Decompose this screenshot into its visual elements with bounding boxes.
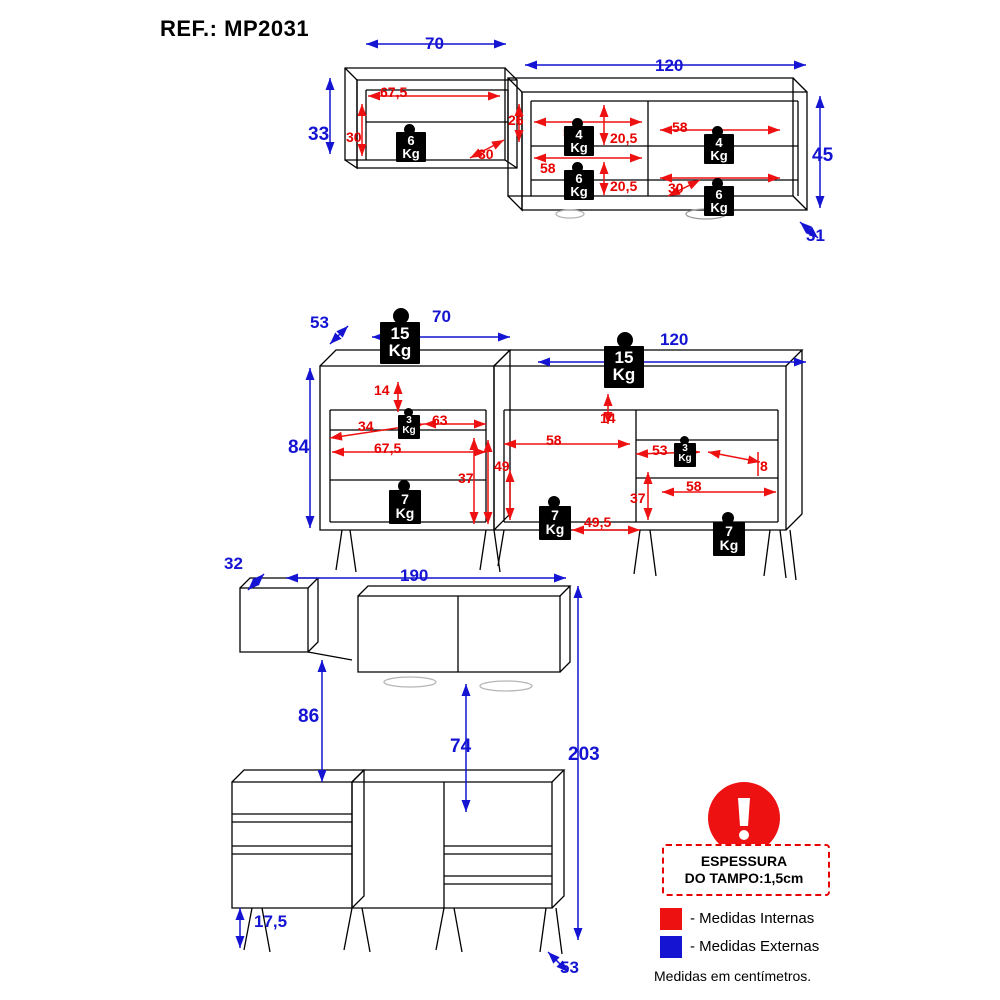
load-value: 3 [406, 415, 412, 426]
load-value: 7 [725, 523, 733, 539]
dim-external-120-top: 120 [655, 56, 684, 75]
load-unit: Kg [710, 200, 728, 216]
dim-internal-34: 34 [358, 418, 374, 434]
load-value: 6 [575, 171, 583, 186]
dim-external-45: 45 [812, 145, 834, 166]
load-badge-dot [572, 118, 583, 129]
dim-internal-63: 63 [432, 412, 448, 428]
dim-internal-67-5-top: 67,5 [380, 84, 408, 100]
dim-internal-30-a: 30 [346, 129, 362, 145]
load-unit: Kg [719, 537, 739, 554]
dim-internal-30-b: 30 [478, 146, 494, 162]
dim-external-17-5: 17,5 [254, 912, 288, 931]
dim-external-70-top: 70 [425, 34, 444, 53]
dim-external-120-mid: 120 [660, 330, 689, 349]
dim-external-190: 190 [400, 566, 429, 585]
dim-internal-49-5: 49,5 [584, 514, 612, 530]
load-badge-dot [617, 332, 633, 348]
dim-internal-20-5-a: 20,5 [610, 130, 638, 146]
dim-external-32: 32 [224, 554, 243, 573]
load-unit: Kg [570, 184, 588, 200]
thickness-warning-line1: ESPESSURA [700, 853, 788, 869]
load-unit: Kg [402, 425, 416, 437]
load-badge-dot [398, 480, 410, 492]
load-badge-dot [548, 496, 560, 508]
dim-internal-58-e: 58 [686, 478, 702, 494]
legend-label-internal: - Medidas Internas [690, 910, 815, 927]
dim-internal-58-b: 58 [672, 119, 688, 135]
thickness-warning-box [662, 844, 830, 896]
legend-label-external: - Medidas Externas [690, 938, 820, 955]
dim-internal-53-int: 53 [652, 442, 668, 458]
thickness-warning-value: 1,5cm [763, 870, 804, 886]
load-badge-dot [680, 436, 689, 445]
dim-external-86: 86 [298, 706, 320, 727]
dim-internal-58-d: 58 [546, 432, 562, 448]
load-value: 3 [682, 443, 688, 454]
legend-swatch-external [660, 936, 682, 958]
thickness-warning-line2: DO TAMPO:1,5cm [666, 870, 822, 888]
load-unit: Kg [402, 146, 420, 162]
load-value: 7 [551, 507, 559, 523]
dim-external-53-bottom: 53 [560, 958, 579, 977]
dim-internal-58-c: 58 [540, 160, 556, 176]
units-note: Medidas em centímetros. [654, 968, 812, 984]
load-unit: Kg [395, 505, 415, 522]
dim-external-74: 74 [450, 736, 472, 757]
load-badge-dot [404, 124, 415, 135]
warning-icon [708, 782, 780, 854]
load-value: 4 [715, 135, 723, 150]
dim-external-84: 84 [288, 437, 310, 458]
load-value: 6 [407, 133, 415, 148]
load-badge-dot [572, 162, 583, 173]
dim-internal-20-5-b: 20,5 [610, 178, 638, 194]
dim-external-33: 33 [308, 124, 330, 145]
load-unit: Kg [388, 341, 412, 361]
load-value: 15 [614, 348, 634, 367]
load-unit: Kg [545, 521, 565, 538]
dim-internal-30-c: 30 [668, 180, 684, 196]
dim-internal-14-a: 14 [374, 382, 390, 398]
load-value: 15 [390, 324, 410, 343]
dim-internal-37-b: 37 [630, 490, 646, 506]
load-value: 7 [401, 491, 409, 507]
dim-internal-14-b: 14 [600, 410, 616, 426]
load-badge-dot [712, 126, 723, 137]
load-unit: Kg [710, 148, 728, 164]
dim-external-70-mid: 70 [432, 307, 451, 326]
page-title: REF.: MP2031 [160, 16, 310, 41]
thickness-warning-prefix: DO TAMPO: [684, 870, 764, 886]
legend-swatch-internal [660, 908, 682, 930]
load-badge-dot [722, 512, 734, 524]
load-badge-dot [393, 308, 409, 324]
load-unit: Kg [678, 453, 692, 465]
dim-external-203: 203 [568, 744, 600, 765]
load-unit: Kg [612, 365, 636, 385]
dim-internal-67-5-mid: 67,5 [374, 440, 402, 456]
dim-internal-8: 8 [760, 458, 768, 474]
dim-external-53-mid: 53 [310, 313, 329, 332]
dim-internal-37-a: 37 [458, 470, 474, 486]
load-value: 6 [715, 187, 723, 202]
load-badge-dot [404, 408, 413, 417]
load-badge-dot [712, 178, 723, 189]
dim-internal-26: 26 [508, 112, 524, 128]
dim-external-31: 31 [806, 226, 825, 245]
load-value: 4 [575, 127, 583, 142]
load-unit: Kg [570, 140, 588, 156]
dim-internal-49: 49 [494, 458, 510, 474]
